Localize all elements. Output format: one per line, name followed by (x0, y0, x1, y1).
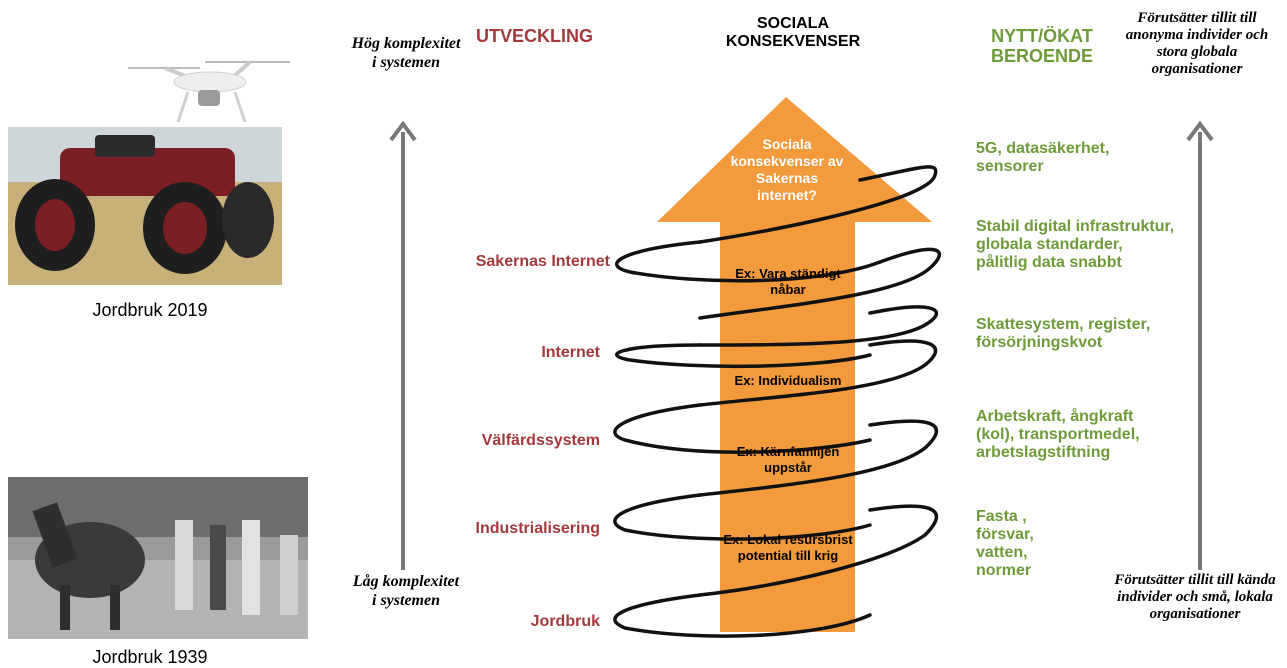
dependency-1: 5G, datasäkerhet, sensorer (976, 140, 1110, 175)
arrow-title: Sociala konsekvenser av Sakernas interne… (730, 136, 844, 203)
stage-valfardssystem: Välfärdssystem (481, 432, 600, 449)
header-social: SOCIALA KONSEKVENSER (725, 15, 861, 50)
dependency-2: Stabil digital infrastruktur, globala st… (976, 218, 1175, 271)
drone-image (128, 60, 290, 123)
dependency-3: Skattesystem, register, försörjningskvot (976, 316, 1151, 351)
spiral (613, 165, 942, 638)
dependency-5: Fasta , försvar, vatten, normer (976, 508, 1034, 579)
horse-farming-photo (8, 477, 308, 639)
dependency-4: Arbetskraft, ångkraft (kol), transportme… (976, 408, 1140, 461)
tractor-photo (8, 127, 282, 285)
example-3: Ex: Kärnfamiljen uppstår (736, 444, 840, 475)
caption-1939: Jordbruk 1939 (92, 647, 208, 667)
stage-industrialisering: Industrialisering (475, 520, 600, 537)
left-axis-top-label: Hög komplexitet i systemen (351, 35, 461, 71)
stage-jordbruk: Jordbruk (530, 613, 600, 630)
example-4: Ex: Lokal resursbrist potential till kri… (723, 532, 853, 563)
left-axis-bottom-label: Låg komplexitet i systemen (352, 573, 460, 609)
right-axis-bottom-label: Förutsätter tillit till kända individer … (1114, 572, 1276, 622)
header-development: UTVECKLING (476, 26, 593, 46)
header-dependency: NYTT/ÖKAT BEROENDE (990, 26, 1093, 66)
example-2: Ex: Individualism (734, 373, 842, 388)
caption-2019: Jordbruk 2019 (92, 300, 208, 320)
right-axis-top-label: Förutsätter tillit till anonyma individe… (1125, 10, 1269, 77)
right-axis-arrow (1186, 120, 1214, 570)
stage-internet: Internet (541, 344, 600, 361)
example-1: Ex: Vara ständigt nåbar (735, 266, 841, 297)
left-axis-arrow (389, 120, 417, 570)
stage-sakernas-internet: Sakernas Internet (475, 253, 610, 270)
